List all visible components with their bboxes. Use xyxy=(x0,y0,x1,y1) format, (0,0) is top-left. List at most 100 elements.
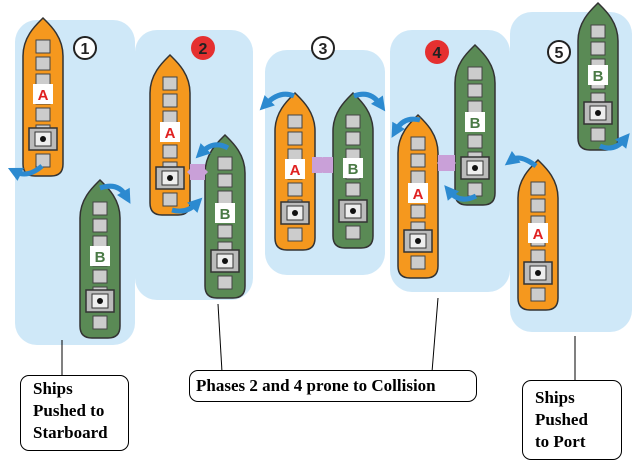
porthole xyxy=(415,238,421,244)
ship-letter-box xyxy=(343,158,363,178)
cargo-hatch xyxy=(530,198,546,213)
push-arrow-head xyxy=(7,167,24,181)
ship-letter: B xyxy=(348,161,359,178)
ship-letter-box xyxy=(215,203,235,223)
porthole xyxy=(40,136,46,142)
ship-b: B xyxy=(79,178,121,339)
push-arrow-head xyxy=(504,151,521,166)
phase-number: 1 xyxy=(81,41,90,58)
cargo-hatch xyxy=(467,66,483,81)
cargo-hatch xyxy=(162,144,178,159)
phase-number-circle xyxy=(547,40,571,64)
cargo-hatch xyxy=(92,218,108,233)
phase-number-circle xyxy=(425,40,449,64)
cargo-hatch xyxy=(345,182,361,197)
ship-letter: B xyxy=(593,68,604,85)
porthole xyxy=(167,175,173,181)
cargo-hatch xyxy=(410,170,426,185)
cargo-hatch xyxy=(92,201,108,216)
stern-hatch xyxy=(345,225,361,240)
cargo-hatch xyxy=(162,76,178,91)
push-arrow-head xyxy=(615,133,630,149)
stern-hatch xyxy=(217,275,233,290)
ship-letter-box xyxy=(33,84,53,104)
ship-letter: A xyxy=(165,125,176,142)
ship-letter: B xyxy=(470,115,481,132)
ship-b: B xyxy=(577,1,619,151)
stern-hatch xyxy=(410,255,426,270)
ship-a: A xyxy=(22,16,64,177)
push-arrow-head xyxy=(259,95,275,111)
label-line: Ships xyxy=(33,379,73,398)
stern-hatch xyxy=(92,315,108,330)
phase-number-circle xyxy=(73,36,97,60)
label-starboard: Ships Pushed to Starboard xyxy=(20,375,129,451)
phase-number-circle xyxy=(191,36,215,60)
cargo-hatch xyxy=(590,24,606,39)
ship-letter: A xyxy=(38,87,49,104)
label-line: Starboard xyxy=(33,423,108,442)
label-collision: Phases 2 and 4 prone to Collision xyxy=(189,370,477,402)
cargo-hatch xyxy=(410,136,426,151)
cargo-hatch xyxy=(530,249,546,264)
porthole xyxy=(350,208,356,214)
suction-arrow xyxy=(315,157,333,173)
cargo-hatch xyxy=(217,224,233,239)
cargo-hatch xyxy=(35,107,51,122)
push-arrow-head xyxy=(371,95,386,112)
cargo-hatch xyxy=(217,173,233,188)
ship-a: A xyxy=(149,53,191,216)
label-line: Pushed to xyxy=(33,401,105,420)
cargo-hatch xyxy=(35,39,51,54)
stern-hatch xyxy=(162,192,178,207)
porthole xyxy=(535,270,541,276)
stern-hatch xyxy=(287,227,303,242)
ship-b: B xyxy=(454,43,496,206)
pointer-line xyxy=(431,297,439,373)
ship-b: B xyxy=(204,133,246,299)
cargo-hatch xyxy=(162,93,178,108)
cargo-hatch xyxy=(345,131,361,146)
ship-b: B xyxy=(332,91,374,249)
ship-letter: A xyxy=(533,226,544,243)
cargo-hatch xyxy=(287,114,303,129)
phase-number: 5 xyxy=(555,45,564,62)
cargo-hatch xyxy=(217,156,233,171)
ship-letter-box xyxy=(408,183,428,203)
ship-a: A xyxy=(397,113,439,279)
push-arrow-head xyxy=(195,143,211,159)
suction-arrow xyxy=(437,155,455,171)
cargo-hatch xyxy=(530,181,546,196)
suction-arrow xyxy=(187,164,205,180)
ship-letter: A xyxy=(290,162,301,179)
phase-number-circle xyxy=(311,36,335,60)
ship-a: A xyxy=(274,91,316,251)
ship-letter-box xyxy=(160,122,180,142)
phase-number: 2 xyxy=(199,41,208,58)
cargo-hatch xyxy=(345,114,361,129)
ship-letter-box xyxy=(285,159,305,179)
cargo-hatch xyxy=(467,134,483,149)
porthole xyxy=(292,210,298,216)
ship-letter-box xyxy=(588,65,608,85)
label-line: Ships xyxy=(535,388,575,407)
push-arrow-head xyxy=(187,197,203,213)
ship-letter: A xyxy=(413,186,424,203)
phase-number: 4 xyxy=(433,45,442,62)
cargo-hatch xyxy=(287,131,303,146)
ship-letter-box xyxy=(528,223,548,243)
ship-letter-box xyxy=(465,112,485,132)
pointer-line xyxy=(217,303,223,373)
label-line: to Port xyxy=(535,432,586,451)
label-port: Ships Pushed to Port xyxy=(522,380,622,460)
phase-number: 3 xyxy=(319,41,328,58)
porthole xyxy=(97,298,103,304)
ship-a: A xyxy=(517,158,559,311)
cargo-hatch xyxy=(92,269,108,284)
cargo-hatch xyxy=(35,56,51,71)
cargo-hatch xyxy=(410,153,426,168)
ship-letter: B xyxy=(220,206,231,223)
push-arrow-head xyxy=(444,185,459,201)
label-line: Pushed xyxy=(535,410,588,429)
porthole xyxy=(222,258,228,264)
